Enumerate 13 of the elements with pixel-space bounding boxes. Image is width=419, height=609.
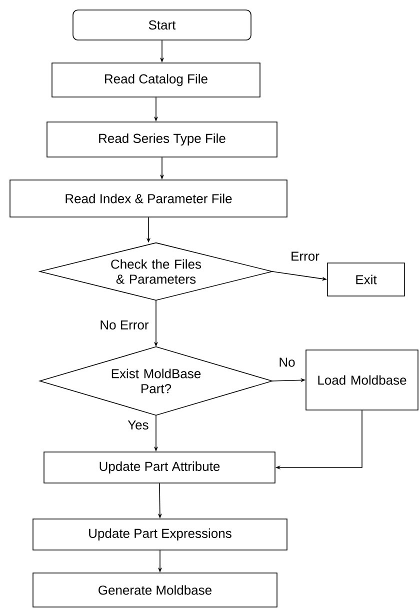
edge-label: Error: [292, 252, 320, 261]
process-box: Read Series Type File: [46, 122, 278, 158]
start-box: Start: [72, 10, 252, 40]
process-box: Exit: [327, 262, 405, 296]
process-box: Generate Moldbase: [32, 572, 278, 608]
process-box: Update Part Expressions: [32, 518, 288, 550]
edge-label: Yes: [128, 420, 148, 430]
process-box: Update Part Attribute: [44, 452, 276, 484]
process-box: Load Moldbase: [306, 350, 418, 410]
edge-label: No: [280, 358, 295, 367]
process-box: Read Catalog File: [52, 62, 260, 98]
edge-label: No Error: [100, 320, 149, 330]
process-box: Read Index & Parameter File: [10, 180, 288, 218]
